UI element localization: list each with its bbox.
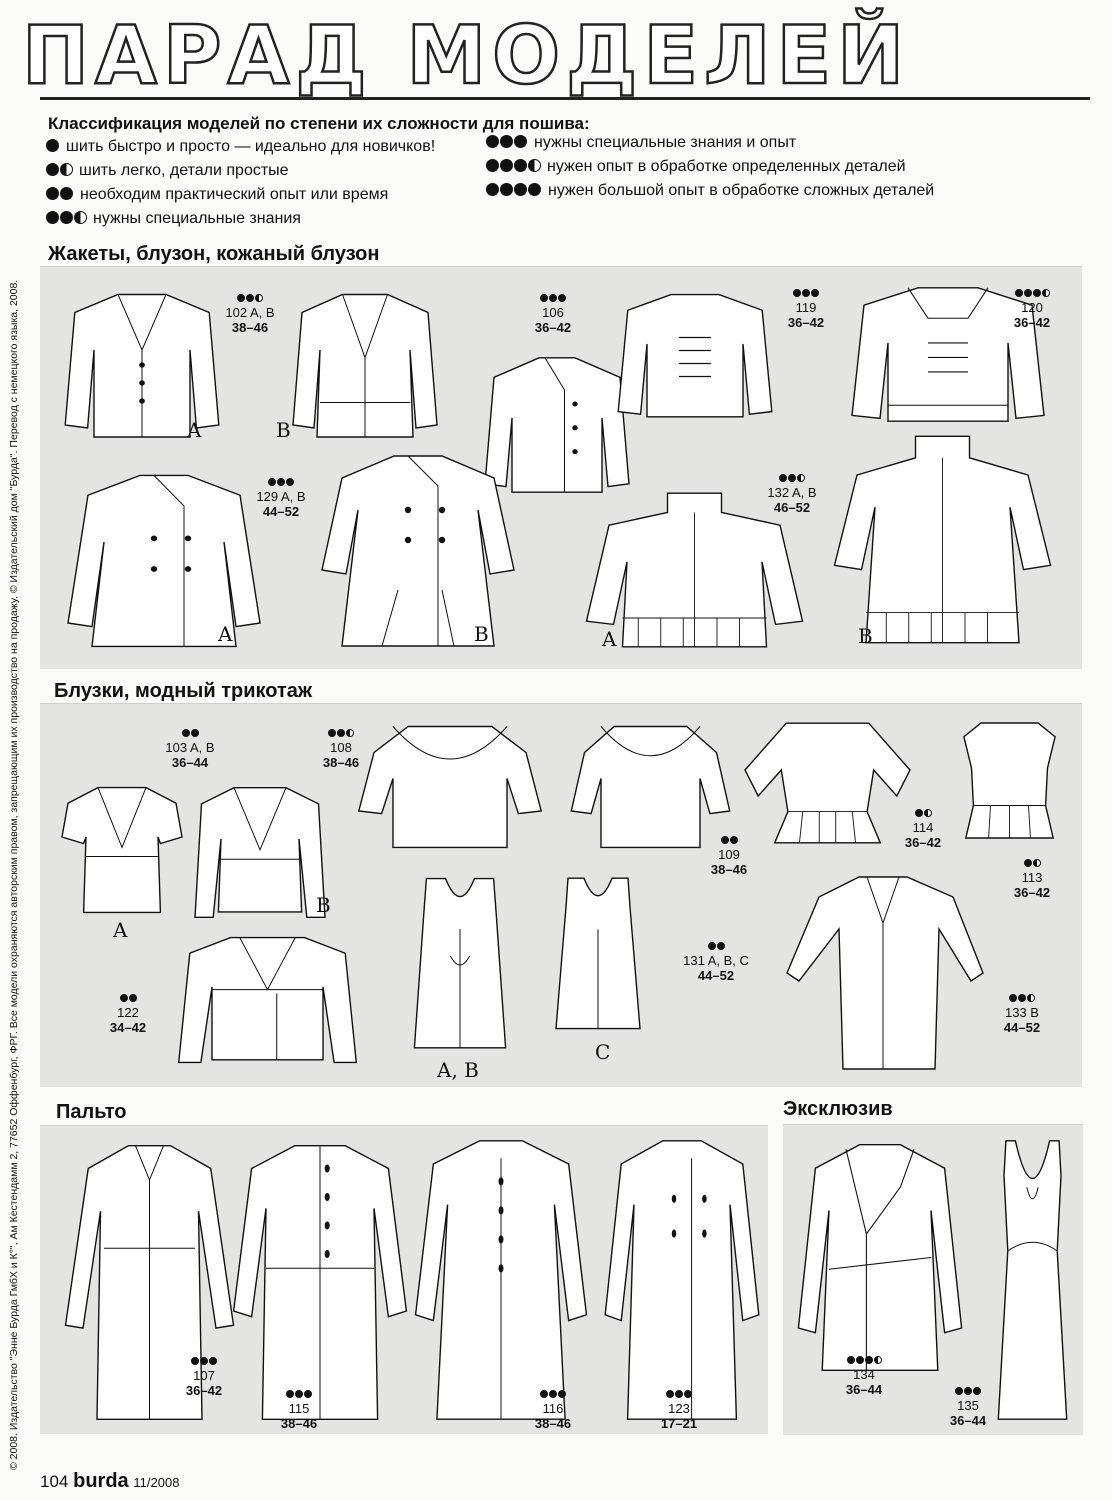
top-103a-sketch [62, 785, 182, 915]
blouse-108-sketch [355, 720, 545, 850]
jacket-119-sketch [615, 292, 775, 422]
coat-107-sketch [62, 1140, 237, 1425]
top-131c-sketch [548, 875, 648, 1035]
variant-letter: B [474, 622, 489, 646]
section-title-jackets: Жакеты, блузон, кожаный блузон [48, 243, 380, 265]
copyright-side-text: © 2008. Издательство "Энне Бурда ГмбХ и … [8, 279, 20, 1470]
difficulty-3-5-icon [486, 158, 541, 176]
variant-letter: B [316, 893, 331, 917]
page-footer: 104 burda 11/2008 [40, 1470, 179, 1493]
coat-115-sketch [230, 1140, 410, 1425]
jacket-102b-sketch [290, 290, 440, 440]
jacket-120-sketch [848, 282, 1048, 427]
page-number: 104 [40, 1472, 69, 1491]
jacket-129a-sketch [64, 470, 264, 650]
top-113-sketch [962, 718, 1057, 843]
legend-item: нужны специальные знания и опыт [486, 134, 796, 152]
title-rule [40, 97, 1090, 100]
difficulty-3-icon [486, 134, 528, 152]
section-title-blouses: Блузки, модный трикотаж [54, 680, 313, 702]
section-title-coats: Пальто [56, 1101, 127, 1123]
difficulty-1-5-icon [46, 162, 73, 180]
difficulty-2-5-icon [46, 210, 87, 228]
variant-letter: A [602, 627, 617, 651]
difficulty-1-icon [46, 138, 60, 156]
legend-item: шить легко, детали простые [46, 162, 289, 180]
legend-item: необходим практический опыт или время [46, 186, 388, 204]
legend-item: нужен большой опыт в обработке сложных д… [486, 182, 934, 200]
issue-number: 11/2008 [133, 1475, 180, 1490]
legend-item: нужны специальные знания [46, 210, 301, 228]
variant-letter: B [858, 624, 873, 648]
coat-129b-sketch [318, 450, 518, 650]
page-title: ПАРАД МОДЕЛЕЙ [21, 8, 911, 103]
coat-132b-sketch [830, 432, 1055, 647]
top-114-sketch [745, 718, 910, 848]
variant-letter: A [187, 418, 202, 442]
dress-133b-sketch [783, 873, 983, 1073]
tunic-131ab-sketch [400, 875, 520, 1055]
blouse-122-sketch [175, 935, 360, 1065]
dress-135-sketch [985, 1135, 1080, 1425]
difficulty-2-icon [46, 186, 74, 204]
legend-heading: Классификация моделей по степени их слож… [48, 114, 590, 133]
jacket-102a-sketch [62, 290, 222, 440]
jacket-132a-sketch [582, 490, 807, 650]
blouse-109-sketch [568, 720, 733, 850]
legend-item: шить быстро и просто — идеально для нови… [46, 138, 435, 156]
top-103b-sketch [195, 785, 325, 920]
difficulty-4-icon [486, 182, 542, 200]
section-title-exclusive: Эксклюзив [783, 1098, 893, 1120]
variant-letter: A [113, 918, 128, 942]
variant-letter: B [276, 418, 291, 442]
coat-134-sketch [795, 1140, 965, 1375]
brand-logo: burda [73, 1470, 129, 1492]
coat-123-sketch [602, 1135, 762, 1425]
variant-letter: A [218, 622, 233, 646]
legend-item: нужен опыт в обработке определенных дета… [486, 158, 906, 176]
variant-letter: A, B [437, 1058, 479, 1082]
coat-116-sketch [412, 1135, 590, 1425]
variant-letter: C [595, 1040, 611, 1064]
